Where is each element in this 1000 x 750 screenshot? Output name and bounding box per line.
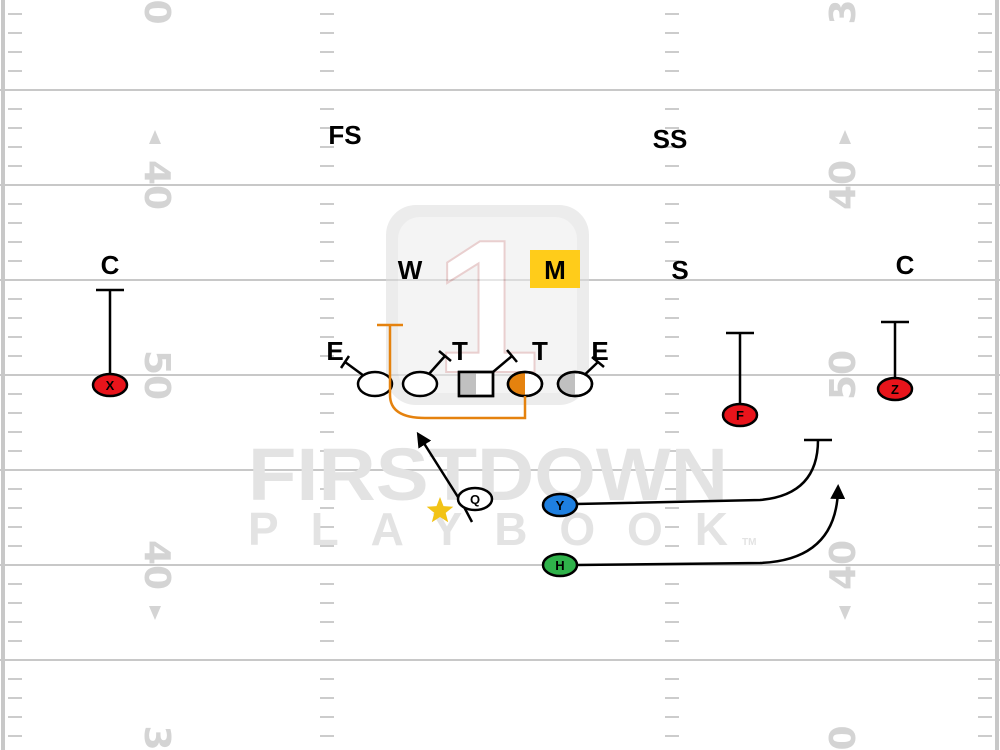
- defender-corner-left: C: [101, 250, 120, 280]
- yard-number-left-lower: 40: [136, 540, 177, 590]
- defender-ss: SS: [653, 124, 688, 154]
- defender-end-left: E: [326, 336, 343, 366]
- yard-number-left-bottom: 3: [136, 725, 177, 750]
- player-h-label: H: [555, 558, 564, 573]
- yard-number-right-top: 3: [823, 0, 864, 25]
- y-route: [575, 439, 820, 506]
- offensive-line: [339, 349, 605, 398]
- h-route: [575, 484, 846, 567]
- defender-fs: FS: [328, 120, 361, 150]
- player-q: [456, 486, 494, 512]
- player-y: [541, 492, 579, 518]
- defender-end-right: E: [591, 336, 608, 366]
- defender-mike: M: [544, 255, 566, 285]
- player-z-label: Z: [891, 382, 899, 397]
- defender-tackle-right: T: [532, 336, 548, 366]
- player-y-label: Y: [556, 498, 565, 513]
- defense: FS SS C C W M S E T T E: [101, 120, 915, 366]
- player-x: [91, 372, 129, 398]
- yard-number-left-mid: 50: [136, 350, 177, 400]
- star-icon: [426, 497, 454, 523]
- yard-number-right-lower: 40: [823, 540, 864, 590]
- left-guard: [401, 370, 439, 398]
- yard-number-right-bottom: 0: [823, 725, 864, 750]
- player-h: [541, 552, 579, 578]
- defender-tackle-left: T: [452, 336, 468, 366]
- player-z: [876, 376, 914, 402]
- yard-number-left-upper: 40: [136, 160, 177, 210]
- guard-pull-route: [388, 325, 527, 420]
- defender-will: W: [398, 255, 423, 285]
- yard-numbers: 0 40 50 40 3 3 40 50 40 0: [136, 0, 864, 750]
- watermark-tm: TM: [742, 537, 756, 548]
- defender-sam: S: [671, 255, 688, 285]
- left-tackle: [356, 370, 394, 398]
- player-x-label: X: [106, 378, 115, 393]
- mike-highlight: [530, 250, 580, 288]
- defender-corner-right: C: [896, 250, 915, 280]
- yard-number-right-mid: 50: [823, 350, 864, 400]
- player-f: [721, 402, 759, 428]
- yard-number-left-top: 0: [136, 0, 177, 25]
- player-f-label: F: [736, 408, 744, 423]
- yard-number-right-upper: 40: [823, 160, 864, 210]
- player-q-label: Q: [470, 492, 480, 507]
- hash-marks: [8, 13, 992, 737]
- offense: X Z F Q Y H: [91, 372, 914, 578]
